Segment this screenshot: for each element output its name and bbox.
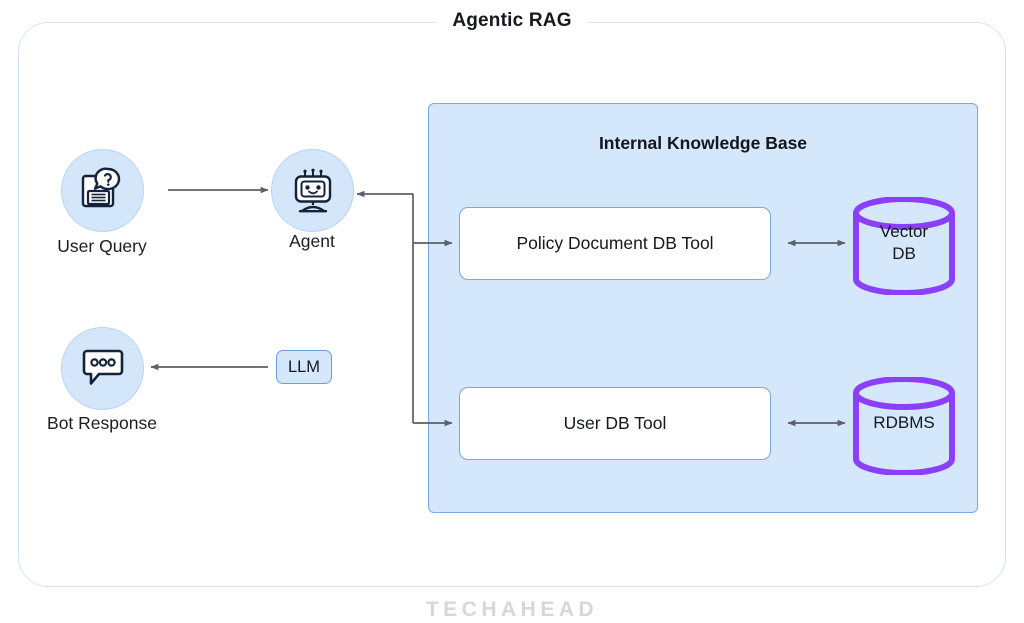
diagram-canvas: Agentic RAG Internal Knowledge Base Poli… xyxy=(0,8,1024,623)
document-question-icon xyxy=(81,167,120,207)
tool-box-label: User DB Tool xyxy=(563,413,667,433)
tool-box-user-db[interactable]: User DB Tool xyxy=(459,387,771,460)
chat-bubble-dots-icon xyxy=(82,349,123,385)
watermark-text: TECHAHEAD xyxy=(407,597,617,623)
node-agent-label: Agent xyxy=(289,231,335,251)
node-llm-label: LLM xyxy=(287,357,321,376)
robot-icon xyxy=(294,168,331,212)
node-bot-response-label: Bot Response xyxy=(47,413,157,433)
node-user-query[interactable] xyxy=(61,149,144,232)
database-vector-db[interactable]: Vector DB xyxy=(849,196,959,296)
tool-box-label: Policy Document DB Tool xyxy=(516,233,714,253)
connector-layer xyxy=(150,186,846,427)
page-title-text: Agentic RAG xyxy=(436,8,588,34)
database-cylinder-icon xyxy=(853,376,955,476)
internal-knowledge-base-title: Internal Knowledge Base xyxy=(598,133,808,153)
node-user-query-label: User Query xyxy=(57,236,147,256)
node-agent[interactable] xyxy=(271,149,354,232)
database-cylinder-icon xyxy=(853,196,955,296)
node-bot-response[interactable] xyxy=(61,327,144,410)
watermark: TECHAHEAD xyxy=(0,597,1024,623)
database-rdbms[interactable]: RDBMS xyxy=(849,376,959,476)
page-title: Agentic RAG xyxy=(0,8,1024,34)
node-llm[interactable]: LLM xyxy=(276,350,332,384)
tool-box-policy-document-db[interactable]: Policy Document DB Tool xyxy=(459,207,771,280)
